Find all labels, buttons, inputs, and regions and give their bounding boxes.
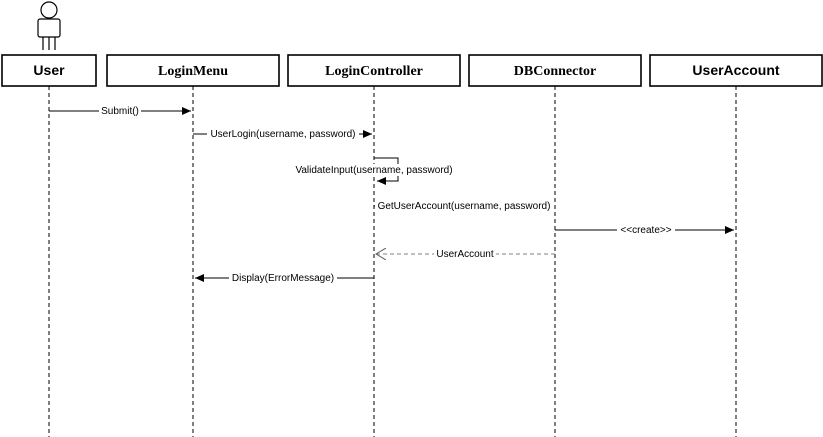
actor-icon <box>37 1 61 50</box>
message-useraccount-return-label: UserAccount <box>436 249 493 260</box>
message-getuseraccount: GetUserAccount(username, password) <box>374 200 553 212</box>
message-create-label: <<create>> <box>620 225 671 236</box>
lifeline-loginmenu-label: LoginMenu <box>158 64 228 79</box>
message-validateinput-label: ValidateInput(username, password) <box>295 165 452 176</box>
lifeline-logincontroller-label: LoginController <box>325 64 423 79</box>
message-validateinput: ValidateInput(username, password) <box>290 157 458 185</box>
message-getuseraccount-label: GetUserAccount(username, password) <box>378 201 551 212</box>
message-submit: Submit() <box>49 105 191 117</box>
message-display: Display(ErrorMessage) <box>195 272 374 284</box>
lifeline-user: User <box>1 54 97 437</box>
lifeline-logincontroller-box <box>287 54 461 87</box>
lifeline-dbconnector: DBConnector <box>468 54 642 437</box>
message-display-label: Display(ErrorMessage) <box>232 273 334 284</box>
lifeline-useraccount-label: UserAccount <box>692 62 779 78</box>
lifeline-loginmenu-box <box>106 54 280 87</box>
message-useraccount-return: UserAccount <box>376 248 555 260</box>
message-submit-label: Submit() <box>101 106 139 117</box>
lifeline-dbconnector-box <box>468 54 642 87</box>
message-create: <<create>> <box>555 224 734 236</box>
lifeline-dbconnector-label: DBConnector <box>514 64 596 79</box>
lifeline-loginmenu: LoginMenu <box>106 54 280 437</box>
lifeline-logincontroller: LoginController <box>287 54 461 437</box>
messages: Submit() UserLogin(username, password) V… <box>49 105 734 284</box>
message-userlogin-label: UserLogin(username, password) <box>210 129 355 140</box>
lifeline-user-label: User <box>33 62 65 78</box>
lifeline-user-box <box>1 54 97 87</box>
lifeline-useraccount: UserAccount <box>649 54 823 437</box>
lifeline-useraccount-box <box>649 54 823 87</box>
message-userlogin: UserLogin(username, password) <box>193 128 372 140</box>
lifelines: User LoginMenu LoginController DBConnect… <box>1 54 823 437</box>
